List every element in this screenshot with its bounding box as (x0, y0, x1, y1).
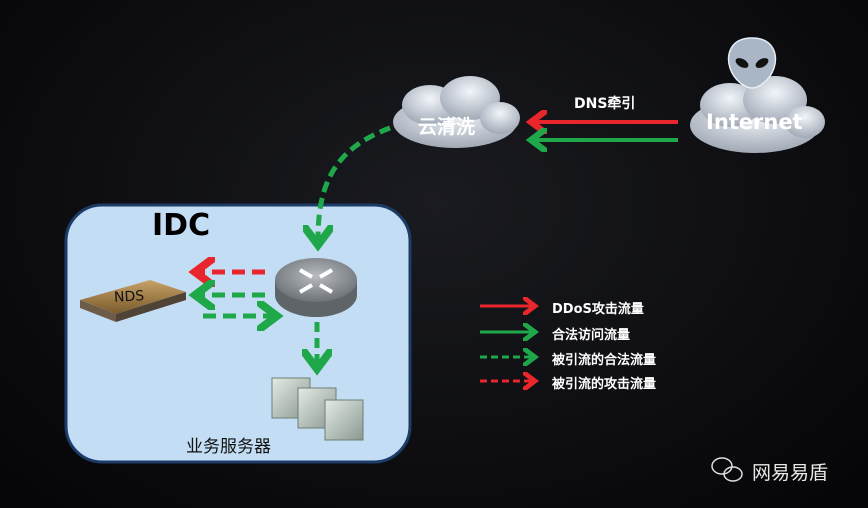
cloud-scrub-icon (393, 76, 520, 148)
nds-appliance-icon (80, 280, 186, 322)
nds-label: NDS (113, 288, 145, 306)
legend-label-redirected-attack: 被引流的攻击流量 (552, 377, 657, 392)
watermark: 网易易盾 (752, 462, 829, 484)
alien-icon (727, 37, 777, 89)
cloud-scrub-label: 云清洗 (418, 116, 476, 138)
dns-redirect-label: DNS牵引 (574, 96, 636, 112)
idc-title: IDC (152, 208, 211, 243)
wechat-icon (711, 457, 743, 482)
internet-label: Internet (706, 110, 803, 134)
redirected-legit-flow-arrow (318, 125, 391, 240)
internet-cloud-icon (690, 76, 825, 153)
servers-label: 业务服务器 (186, 437, 271, 457)
legend-label-legit: 合法访问流量 (552, 328, 631, 343)
router-icon (275, 258, 357, 317)
legend-label-ddos: DDoS攻击流量 (552, 302, 644, 317)
servers-icon (271, 377, 364, 441)
legend-label-redirected-legit: 被引流的合法流量 (552, 353, 657, 368)
